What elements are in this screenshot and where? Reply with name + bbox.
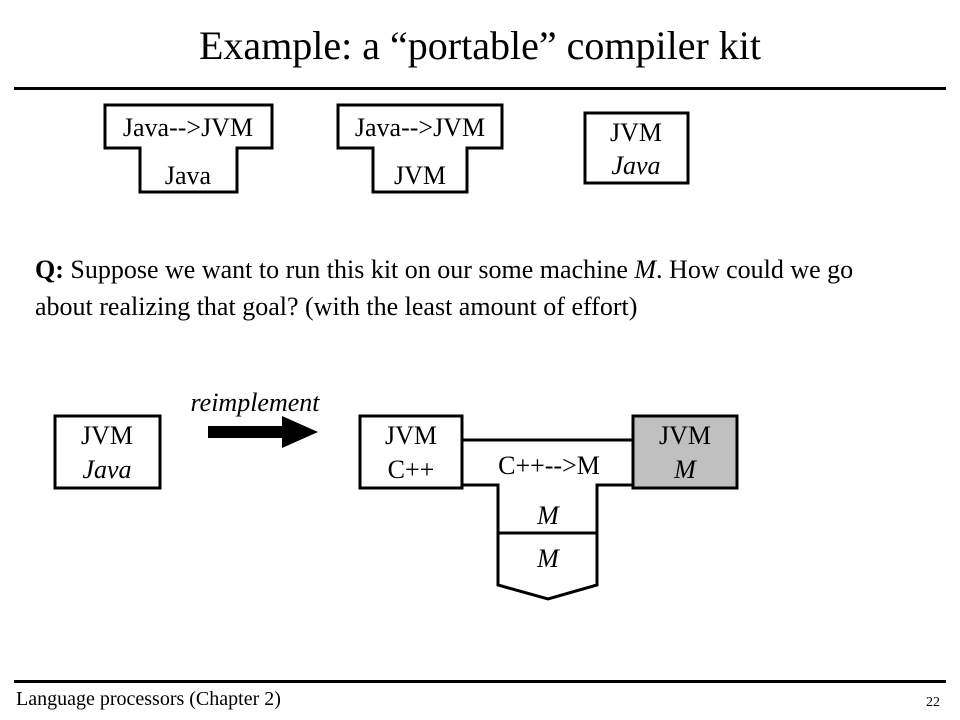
interpreter-language-label: JVM [610,118,662,147]
compiler-java-to-jvm-in-jvm: Java-->JVM JVM [336,103,504,194]
compiler-cpp-to-m-implementation-label: M [536,501,560,530]
footer-divider [14,680,946,683]
compiler-cpp-to-m: C++-->M M [460,438,635,535]
machine-m-label: M [536,544,560,573]
compiler-2-translation-label: Java-->JVM [355,113,485,142]
cpp-interpreter-implementation-label: C++ [388,455,435,484]
interpreter-jvm-in-m: JVM M [631,414,739,490]
machine-m: M [496,531,599,601]
footer-text: Language processors (Chapter 2) [16,688,281,710]
interpreter-jvm-in-cpp: JVM C++ [358,414,464,490]
slide-title: Example: a “portable” compiler kit [199,23,761,68]
compiler-java-to-jvm-in-java: Java-->JVM Java [103,103,274,194]
question-body-1: Suppose we want to run this kit on our s… [63,255,635,284]
m-interpreter-implementation-label: M [673,455,697,484]
compiler-1-translation-label: Java-->JVM [123,113,253,142]
compiler-2-implementation-label: JVM [394,161,446,190]
cpp-interpreter-language-label: JVM [385,421,437,450]
source-interpreter-jvm-in-java: JVM Java [53,414,162,490]
question-label: Q: [35,255,64,284]
page-number: 22 [926,695,940,710]
compiler-1-implementation-label: Java [165,161,212,190]
reimplement-label: reimplement [191,388,321,417]
reimplement-arrow: reimplement [191,388,321,448]
m-interpreter-language-label: JVM [659,421,711,450]
title-divider [14,87,946,90]
question-machine: M [634,255,657,284]
source-interpreter-implementation-label: Java [82,455,131,484]
interpreter-jvm-in-java: JVM Java [583,111,690,185]
source-interpreter-language-label: JVM [81,421,133,450]
question-text: Q: Suppose we want to run this kit on ou… [35,251,915,325]
question-body-2: . How could we go about realizing that g… [35,255,854,321]
compiler-cpp-to-m-label: C++-->M [498,451,600,480]
interpreter-implementation-label: Java [611,151,660,180]
